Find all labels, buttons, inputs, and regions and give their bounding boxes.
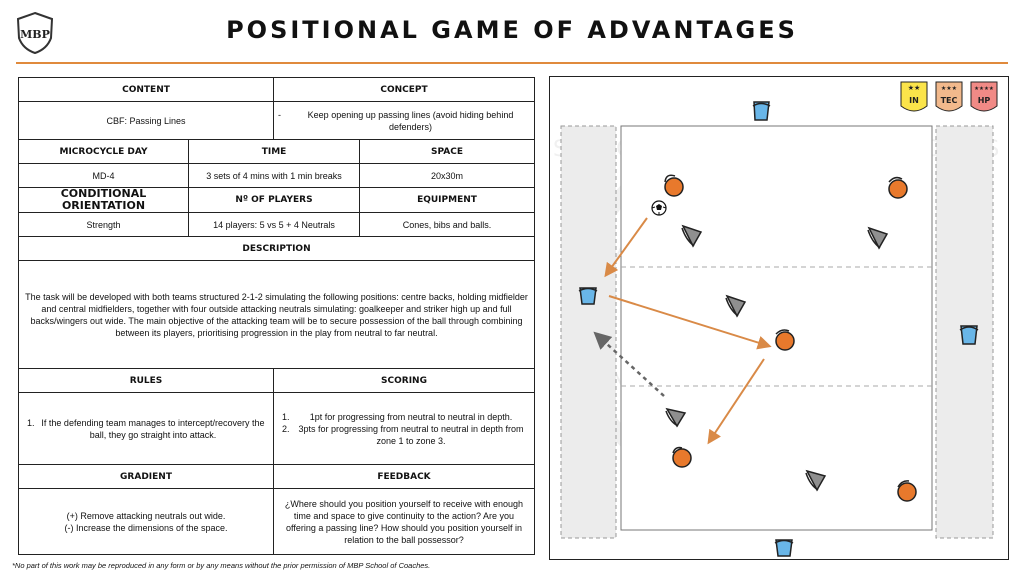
level-label: IN xyxy=(909,96,919,105)
level-label: HP xyxy=(978,96,991,105)
neutral-player xyxy=(774,539,794,557)
pass-arrow xyxy=(608,295,772,350)
description-header: DESCRIPTION xyxy=(18,236,535,261)
concept-bullet: - xyxy=(278,109,281,120)
orange-player xyxy=(664,174,684,197)
grey-player xyxy=(681,224,703,248)
grey-player xyxy=(867,226,889,250)
level-stars: ★★★★ xyxy=(974,85,994,92)
scoring-cell: 1pt for progressing from neutral to neut… xyxy=(273,392,535,465)
grey-player xyxy=(725,294,747,318)
left-neutral-zone xyxy=(560,125,617,539)
description-text: The task will be developed with both tea… xyxy=(18,260,535,369)
neutral-player xyxy=(578,287,598,305)
page-title: POSITIONAL GAME OF ADVANTAGES xyxy=(226,16,798,44)
orientation-value: Strength xyxy=(18,212,189,237)
level-badge-tec: ★★★ TEC xyxy=(935,81,963,112)
concept-value: - Keep opening up passing lines (avoid hi… xyxy=(273,101,535,140)
gradient-item: (+) Remove attacking neutrals out wide. xyxy=(66,510,226,521)
concept-text: Keep opening up passing lines (avoid hid… xyxy=(307,109,514,132)
content-header: CONTENT xyxy=(18,77,274,102)
level-badge-hp: ★★★★ HP xyxy=(970,81,998,112)
orange-player xyxy=(897,480,917,502)
feedback-text: ¿Where should you position yourself to r… xyxy=(273,488,535,555)
orange-player xyxy=(888,176,908,199)
session-sheet: CONTENT CONCEPT CBF: Passing Lines - Keep… xyxy=(18,77,535,555)
space-value: 20x30m xyxy=(359,163,535,188)
time-header: TIME xyxy=(188,139,360,164)
orange-player xyxy=(672,446,692,468)
neutral-player xyxy=(752,101,771,121)
gradient-item: (-) Increase the dimensions of the space… xyxy=(64,522,228,533)
copyright-note: *No part of this work may be reproduced … xyxy=(12,561,431,570)
grey-player xyxy=(805,469,827,492)
level-label: TEC xyxy=(941,96,958,105)
soccer-ball-icon xyxy=(651,200,667,216)
players-header: Nº OF PLAYERS xyxy=(188,187,360,213)
grey-player xyxy=(665,407,687,428)
level-stars: ★★ xyxy=(908,84,921,92)
time-value: 3 sets of 4 mins with 1 min breaks xyxy=(188,163,360,188)
scoring-item: 3pts for progressing from neutral to neu… xyxy=(292,423,530,447)
pitch-diagram: MBP SCHOOL OF COACHES · PROFESSIONALS ★★… xyxy=(549,76,1009,560)
level-stars: ★★★ xyxy=(941,85,957,92)
scoring-item: 1pt for progressing from neutral to neut… xyxy=(292,411,530,423)
feedback-header: FEEDBACK xyxy=(273,464,535,489)
logo-text: MBP xyxy=(20,28,50,41)
orientation-header: CONDITIONAL ORIENTATION xyxy=(18,187,189,213)
equipment-header: EQUIPMENT xyxy=(359,187,535,213)
pass-arrow xyxy=(604,217,648,278)
scoring-header: SCORING xyxy=(273,368,535,393)
concept-header: CONCEPT xyxy=(273,77,535,102)
pass-arrow xyxy=(707,358,765,445)
content-value: CBF: Passing Lines xyxy=(18,101,274,140)
orange-player xyxy=(775,329,795,351)
level-badge-in: ★★ IN xyxy=(900,81,928,112)
equipment-value: Cones, bibs and balls. xyxy=(359,212,535,237)
gradient-cell: (+) Remove attacking neutrals out wide. … xyxy=(18,488,274,555)
rules-cell: If the defending team manages to interce… xyxy=(18,392,274,465)
rules-header: RULES xyxy=(18,368,274,393)
players-value: 14 players: 5 vs 5 + 4 Neutrals xyxy=(188,212,360,237)
space-header: SPACE xyxy=(359,139,535,164)
gradient-header: GRADIENT xyxy=(18,464,274,489)
title-divider xyxy=(16,62,1008,64)
rule-item: If the defending team manages to interce… xyxy=(37,417,269,441)
neutral-player xyxy=(959,325,979,345)
microcycle-value: MD-4 xyxy=(18,163,189,188)
mbp-logo: MBP xyxy=(16,11,54,55)
microcycle-header: MICROCYCLE DAY xyxy=(18,139,189,164)
